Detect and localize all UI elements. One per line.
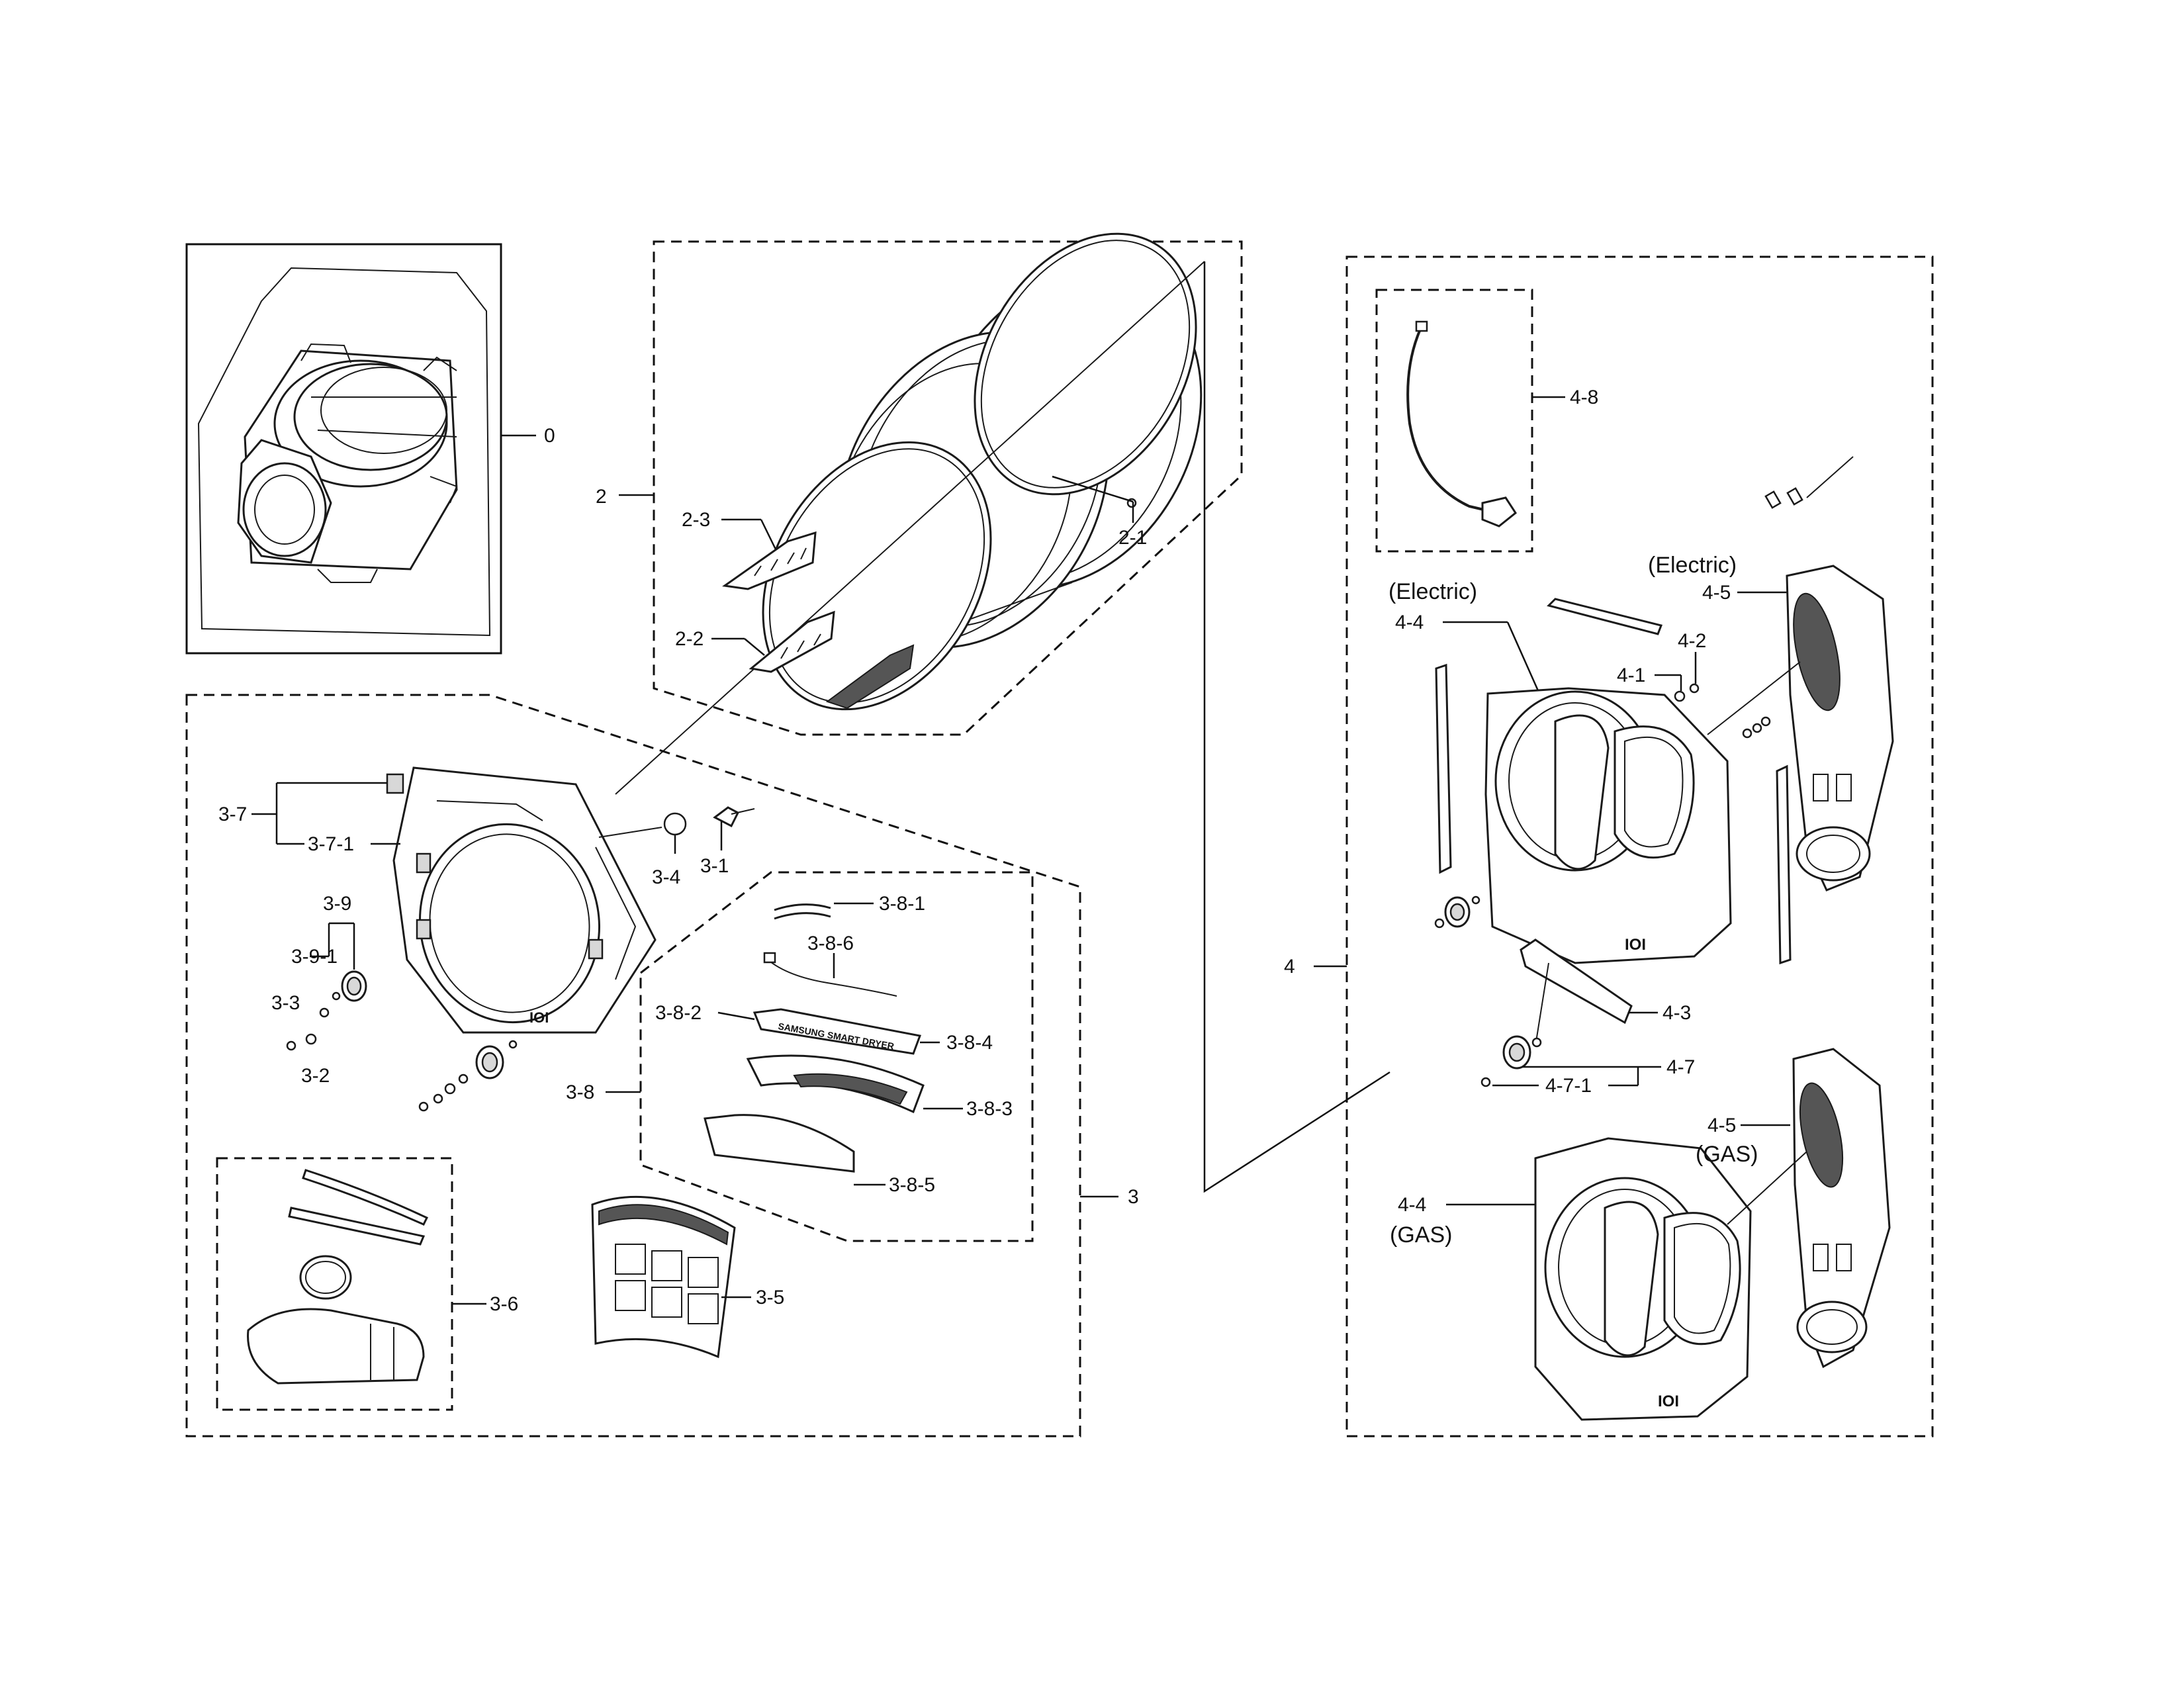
duct-group-box <box>216 1157 453 1411</box>
callout-4-7-1: 4-7-1 <box>1545 1075 1592 1097</box>
label-gas-duct: (GAS) <box>1696 1142 1758 1167</box>
roller-3-9 <box>341 970 367 1002</box>
callout-3-3: 3-3 <box>271 992 300 1014</box>
part-3-8-5-frame <box>704 1114 855 1173</box>
callout-4-8: 4-8 <box>1570 387 1598 408</box>
duct-gasket <box>299 1255 352 1300</box>
rear-frame-group-box <box>1345 255 1934 1438</box>
callout-3-7-1: 3-7-1 <box>308 833 354 855</box>
drum-group: 2 <box>596 232 1243 795</box>
front-frame-group: 3 IOI 3-7 3-7-1 3-4 3-1 <box>185 694 1139 1438</box>
callout-4-5-gas: 4-5 <box>1707 1115 1736 1136</box>
callout-3-9: 3-9 <box>323 893 351 915</box>
callout-3-8-2: 3-8-2 <box>655 1002 702 1024</box>
heater-duct-gas <box>1792 1048 1891 1369</box>
callout-2: 2 <box>596 486 607 508</box>
part-3-4-grommet <box>663 812 687 836</box>
callout-4-2: 4-2 <box>1678 630 1706 652</box>
callout-2-1: 2-1 <box>1118 527 1147 549</box>
callout-4-4-gas: 4-4 <box>1398 1194 1426 1216</box>
svg-text:IOI: IOI <box>1625 936 1646 954</box>
fastener-4-2 <box>1689 683 1700 694</box>
part-3-8-6-harness <box>767 959 897 997</box>
harness-group-box <box>1375 289 1533 553</box>
callout-3-8-1: 3-8-1 <box>879 893 925 915</box>
callout-4-4-electric: 4-4 <box>1395 612 1424 633</box>
callout-0: 0 <box>544 425 555 447</box>
callout-3-9-1: 3-9-1 <box>291 946 338 968</box>
duct-group: 3-6 <box>216 1157 518 1411</box>
callout-3-2: 3-2 <box>301 1065 330 1087</box>
duct-body <box>247 1308 425 1385</box>
filter-housing-group-box <box>639 871 1034 1242</box>
rear-rail-right <box>1776 764 1792 965</box>
label-electric-duct: (Electric) <box>1648 553 1737 578</box>
frame-clip-3-7 <box>386 773 404 794</box>
callout-4-3: 4-3 <box>1662 1002 1691 1024</box>
filter-housing-group: 3-8 3-8-1 3-8-6 SAMSUNG SMART DRYER 3-8-… <box>566 871 1034 1242</box>
drum-group-box <box>653 240 1243 736</box>
harness-connector-4-8 <box>1481 496 1518 527</box>
fastener-4-1 <box>1674 690 1686 702</box>
part-3-8-4-handle <box>752 1008 922 1055</box>
callout-3-1: 3-1 <box>700 855 729 877</box>
callout-2-2: 2-2 <box>675 628 704 650</box>
callout-3-7: 3-7 <box>218 803 247 825</box>
full-assembly-drawing <box>197 267 491 637</box>
heater-duct-electric <box>1786 565 1894 891</box>
callout-3-6: 3-6 <box>490 1293 518 1315</box>
assembly-box <box>185 243 502 655</box>
roller-4-7 <box>1502 1035 1531 1070</box>
assembly-backplate-outline <box>197 267 491 637</box>
svg-text:IOI: IOI <box>529 1009 549 1026</box>
bracket-4-3 <box>1520 938 1633 1025</box>
roller-lower <box>475 1045 504 1079</box>
assembly-overview-group: 0 <box>185 243 555 655</box>
drum-lifter-mesh <box>825 644 915 709</box>
callout-3-8: 3-8 <box>566 1081 594 1103</box>
rear-frame-gas: IOI <box>1534 1137 1752 1421</box>
callout-3-8-3: 3-8-3 <box>966 1098 1013 1120</box>
callout-3-5: 3-5 <box>756 1287 784 1308</box>
callout-4-1: 4-1 <box>1617 664 1645 686</box>
rear-frame-group: 4 4-8 (Electric) 4-4 IOI <box>1284 255 1934 1438</box>
drum-lifter-2-2 <box>749 610 835 673</box>
duct-bracket <box>288 1207 426 1246</box>
roller-frame-electric <box>1444 896 1471 928</box>
harness-group: 4-8 <box>1375 289 1598 553</box>
drum-lifter-2-3 <box>722 531 817 590</box>
callout-3-4: 3-4 <box>652 866 680 888</box>
callout-3: 3 <box>1128 1186 1139 1208</box>
part-3-1-sensor <box>713 806 739 828</box>
rear-frame-electric: IOI <box>1484 687 1732 964</box>
callout-4: 4 <box>1284 956 1295 978</box>
rear-top-bracket <box>1547 598 1663 635</box>
front-frame-3-7: IOI <box>386 766 657 1034</box>
drum-rear-seal <box>974 232 1197 496</box>
rear-rail-left <box>1435 663 1452 874</box>
callout-3-8-6: 3-8-6 <box>807 933 854 954</box>
lint-filter-3-5 <box>591 1195 736 1359</box>
part-3-8-1 <box>774 903 831 911</box>
callout-4-5-electric: 4-5 <box>1702 582 1731 604</box>
harness-wire-4-8 <box>1406 330 1490 512</box>
svg-text:IOI: IOI <box>1658 1393 1679 1410</box>
duct-seal-strip <box>302 1169 429 1226</box>
label-electric-frame: (Electric) <box>1388 579 1477 604</box>
callout-3-8-5: 3-8-5 <box>889 1174 935 1196</box>
callout-3-8-4: 3-8-4 <box>946 1032 993 1054</box>
callout-4-7: 4-7 <box>1666 1056 1695 1078</box>
label-gas-frame: (GAS) <box>1390 1222 1452 1248</box>
callout-2-3: 2-3 <box>682 509 710 531</box>
